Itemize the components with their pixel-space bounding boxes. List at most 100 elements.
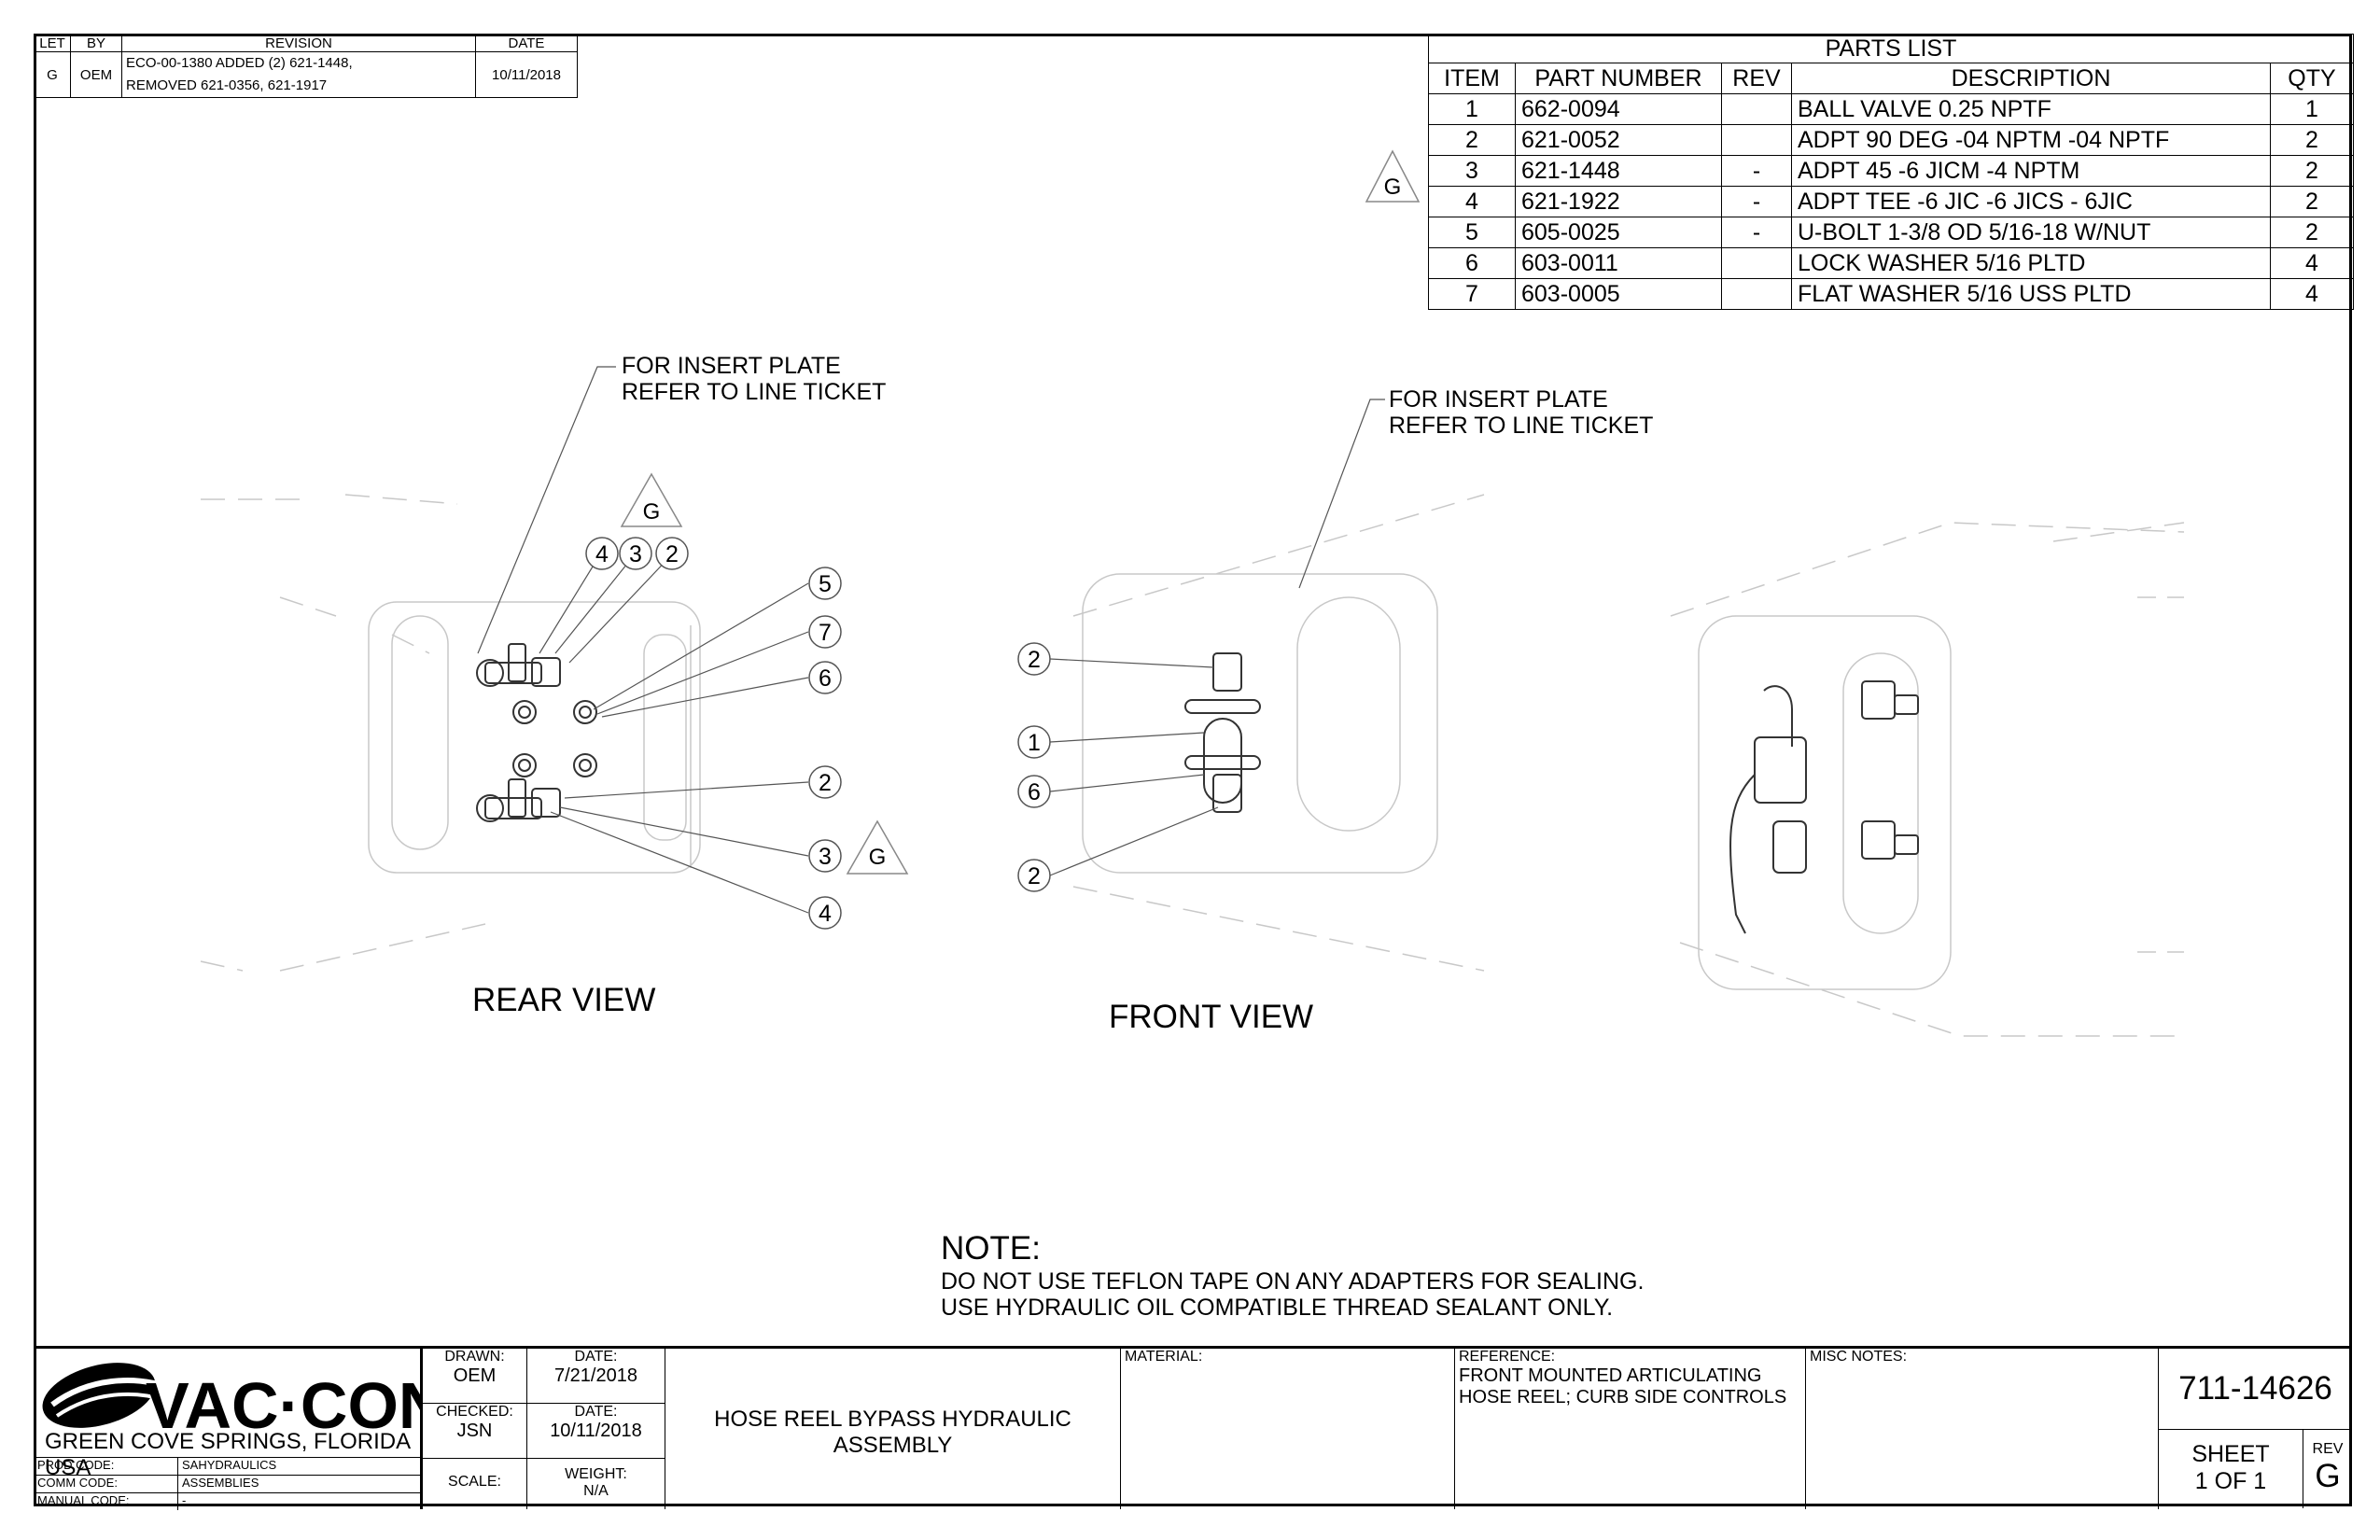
comm-code-row: COMM CODE: ASSEMBLIES bbox=[34, 1476, 420, 1493]
drawing-number-cell: 711-14626 SHEET 1 OF 1 REV G bbox=[2158, 1349, 2352, 1509]
svg-text:5: 5 bbox=[819, 571, 832, 597]
drawing-rev-flags: G G bbox=[620, 472, 909, 875]
parts-item: 2 bbox=[1428, 124, 1516, 156]
revision-block: LET BY REVISION DATE G OEM ECO-00-1380 A… bbox=[34, 34, 578, 98]
parts-description: BALL VALVE 0.25 NPTF bbox=[1791, 93, 2271, 125]
parts-item: 7 bbox=[1428, 278, 1516, 310]
balloon: 3 bbox=[619, 537, 652, 570]
manual-code-value: - bbox=[182, 1493, 187, 1507]
parts-item: 1 bbox=[1428, 93, 1516, 125]
drawing-frame bbox=[34, 34, 2352, 1506]
material-cell: MATERIAL: bbox=[1120, 1349, 1454, 1509]
parts-header-part-number: PART NUMBER bbox=[1515, 63, 1722, 94]
note-heading: NOTE: bbox=[941, 1230, 1041, 1267]
svg-text:4: 4 bbox=[819, 901, 832, 927]
note-line-1: DO NOT USE TEFLON TAPE ON ANY ADAPTERS F… bbox=[941, 1268, 1645, 1295]
rear-insert-plate-callout: FOR INSERT PLATE REFER TO LINE TICKET bbox=[622, 353, 887, 405]
scale-label: SCALE: bbox=[448, 1474, 501, 1490]
misc-notes-label: MISC NOTES: bbox=[1810, 1349, 1908, 1365]
drawn-label: DRAWN: bbox=[444, 1349, 505, 1365]
rear-view-label: REAR VIEW bbox=[472, 982, 656, 1018]
manual-code-row: MANUAL CODE: - bbox=[34, 1493, 420, 1510]
parts-description: U-BOLT 1-3/8 OD 5/16-18 W/NUT bbox=[1791, 217, 2271, 248]
rear-fittings bbox=[476, 643, 597, 822]
parts-description: LOCK WASHER 5/16 PLTD bbox=[1791, 247, 2271, 279]
balloon: 6 bbox=[1017, 775, 1051, 808]
drawn-value: OEM bbox=[453, 1365, 497, 1386]
parts-number: 603-0005 bbox=[1515, 278, 1722, 310]
drawn-date-value: 7/21/2018 bbox=[554, 1365, 637, 1386]
svg-text:3: 3 bbox=[819, 844, 832, 870]
balloon: 1 bbox=[1017, 725, 1051, 759]
checked-date-value: 10/11/2018 bbox=[550, 1421, 642, 1441]
note-line-2: USE HYDRAULIC OIL COMPATIBLE THREAD SEAL… bbox=[941, 1295, 1614, 1321]
parts-item: 6 bbox=[1428, 247, 1516, 279]
parts-item: 4 bbox=[1428, 186, 1516, 217]
title-cell: HOSE REEL BYPASS HYDRAULIC ASSEMBLY bbox=[665, 1349, 1120, 1509]
parts-rev bbox=[1721, 278, 1792, 310]
balloon: 4 bbox=[808, 896, 842, 930]
front-view-sketch bbox=[1072, 494, 2185, 1037]
weight-value: N/A bbox=[583, 1483, 609, 1499]
misc-notes-cell: MISC NOTES: bbox=[1805, 1349, 2158, 1509]
balloon: 2 bbox=[1017, 859, 1051, 892]
balloon: 4 bbox=[585, 537, 619, 570]
svg-text:7: 7 bbox=[819, 620, 832, 646]
parts-row: 5 605-0025 - U-BOLT 1-3/8 OD 5/16-18 W/N… bbox=[1428, 217, 2354, 248]
drawing-views: 4 3 2 5 7 6 2 3 4 2 1 6 2 G G bbox=[200, 366, 2185, 1037]
checked-value: JSN bbox=[456, 1421, 493, 1441]
parts-number: 621-1448 bbox=[1515, 155, 1722, 187]
parts-list: PARTS LIST ITEM PART NUMBER REV DESCRIPT… bbox=[1428, 34, 2354, 310]
balloon: 7 bbox=[808, 615, 842, 649]
parts-number: 605-0025 bbox=[1515, 217, 1722, 248]
comm-code-label: COMM CODE: bbox=[34, 1476, 178, 1492]
parts-rev-flag: G bbox=[1365, 149, 1421, 203]
rev-description: ECO-00-1380 ADDED (2) 621-1448, REMOVED … bbox=[121, 51, 476, 98]
rear-view-sketch bbox=[200, 494, 701, 972]
reference-label: REFERENCE: bbox=[1459, 1349, 1556, 1365]
parts-qty: 4 bbox=[2270, 278, 2354, 310]
parts-rev-flag-text: G bbox=[1384, 175, 1402, 200]
svg-text:G: G bbox=[869, 845, 887, 870]
company-location: GREEN COVE SPRINGS, FLORIDA USA bbox=[45, 1429, 410, 1480]
balloon: 6 bbox=[808, 661, 842, 694]
reference-cell: REFERENCE: FRONT MOUNTED ARTICULATING HO… bbox=[1454, 1349, 1805, 1509]
vaccon-logo: VAC·CON bbox=[42, 1363, 420, 1433]
parts-row: 7 603-0005 FLAT WASHER 5/16 USS PLTD 4 bbox=[1428, 278, 2354, 310]
reference-line-1: FRONT MOUNTED ARTICULATING bbox=[1459, 1365, 1762, 1386]
parts-row: 4 621-1922 - ADPT TEE -6 JIC -6 JICS - 6… bbox=[1428, 186, 2354, 217]
iso-valve bbox=[1729, 680, 1919, 934]
rev-date: 10/11/2018 bbox=[475, 51, 578, 98]
rev-description-line2: REMOVED 621-0356, 621-1917 bbox=[126, 77, 328, 93]
rev-flag-triangle: G bbox=[620, 472, 683, 527]
logo-cell: VAC·CON GREEN COVE SPRINGS, FLORIDA USA … bbox=[34, 1349, 420, 1510]
rev-by: OEM bbox=[70, 51, 122, 98]
parts-row: 1 662-0094 BALL VALVE 0.25 NPTF 1 bbox=[1428, 93, 2354, 125]
front-valve bbox=[1184, 652, 1261, 813]
prod-code-value: SAHYDRAULICS bbox=[182, 1458, 277, 1472]
svg-text:1: 1 bbox=[1028, 730, 1041, 756]
prod-code-label: PROD CODE: bbox=[34, 1458, 178, 1475]
logo-text: VAC·CON bbox=[146, 1369, 420, 1433]
parts-header-rev: REV bbox=[1721, 63, 1792, 94]
checked-label: CHECKED: bbox=[436, 1404, 513, 1420]
parts-header-qty: QTY bbox=[2270, 63, 2354, 94]
parts-description: FLAT WASHER 5/16 USS PLTD bbox=[1791, 278, 2271, 310]
parts-rev bbox=[1721, 124, 1792, 156]
sheet-value: 1 OF 1 bbox=[2194, 1468, 2267, 1494]
svg-text:2: 2 bbox=[1028, 647, 1041, 673]
weight-label: WEIGHT: bbox=[565, 1466, 627, 1482]
parts-rev bbox=[1721, 93, 1792, 125]
rev-flag-triangle: G bbox=[846, 819, 909, 875]
balloon: 5 bbox=[808, 567, 842, 600]
balloon: 2 bbox=[808, 765, 842, 799]
title-line-2: ASSEMBLY bbox=[833, 1433, 953, 1458]
title-line-1: HOSE REEL BYPASS HYDRAULIC bbox=[714, 1407, 1071, 1432]
drawing-number: 711-14626 bbox=[2159, 1349, 2352, 1430]
parts-number: 621-0052 bbox=[1515, 124, 1722, 156]
balloon: 2 bbox=[655, 537, 689, 570]
parts-qty: 1 bbox=[2270, 93, 2354, 125]
front-insert-plate-callout: FOR INSERT PLATE REFER TO LINE TICKET bbox=[1389, 386, 1654, 439]
svg-text:2: 2 bbox=[665, 541, 679, 567]
parts-item: 3 bbox=[1428, 155, 1516, 187]
